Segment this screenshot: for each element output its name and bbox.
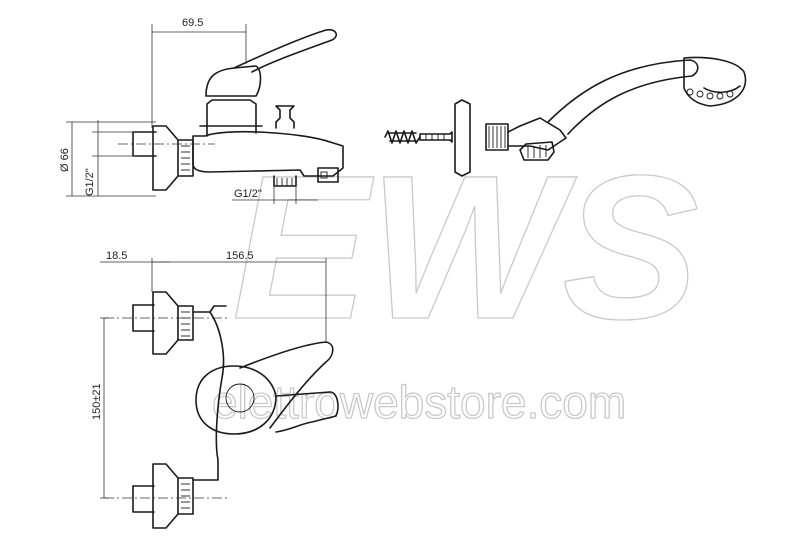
dim-left-thread: G1/2"	[84, 168, 96, 196]
dim-length: 156.5	[226, 250, 254, 262]
dim-top-width: 69.5	[182, 17, 203, 29]
watermark-logo: EWS	[232, 133, 699, 362]
dim-centers: 150±21	[91, 383, 103, 420]
mixer-side-view: 69.5 Ø 66 G1/2" G1/2"	[59, 17, 344, 204]
watermark: EWS elettrowebstore.com	[211, 132, 699, 428]
hand-shower-kit	[384, 56, 747, 177]
watermark-site: elettrowebstore.com	[212, 376, 626, 428]
mixer-front-view: 18.5 156.5 150±21	[91, 250, 339, 529]
dim-bottom-thread: G1/2"	[234, 188, 262, 200]
dim-offset: 18.5	[106, 250, 127, 262]
dim-diameter: Ø 66	[59, 148, 71, 172]
